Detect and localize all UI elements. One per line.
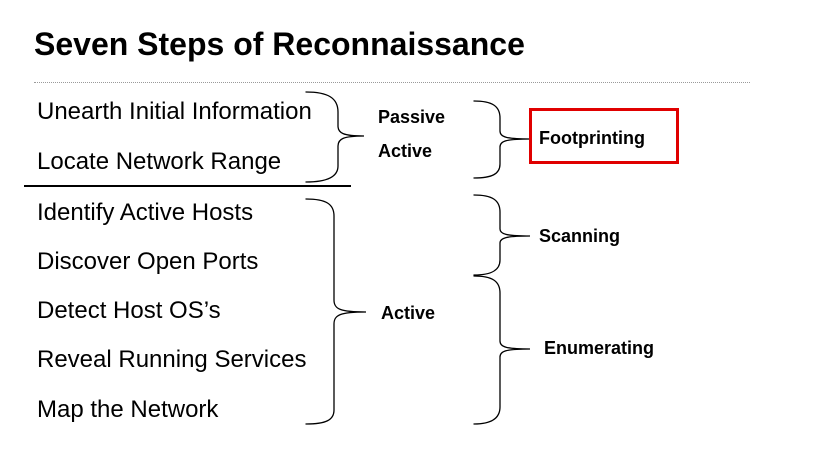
step-detect-host-os: Detect Host OS’s [37,297,221,324]
title-divider [34,82,750,83]
page-title: Seven Steps of Reconnaissance [34,26,525,62]
brace-footprinting [473,100,531,179]
step-discover-open-ports: Discover Open Ports [37,248,259,275]
label-passive: Passive [378,107,446,127]
step-unearth-initial-information: Unearth Initial Information [37,98,312,125]
brace-initial-steps [305,91,365,183]
label-active-top: Active [378,141,433,161]
brace-scanning [473,194,531,276]
footprinting-highlight-box [529,108,679,164]
section-divider [24,185,351,187]
step-reveal-running-services: Reveal Running Services [37,346,307,373]
label-active-bottom: Active [381,303,436,323]
step-map-the-network: Map the Network [37,396,219,423]
label-enumerating: Enumerating [544,338,655,358]
label-scanning: Scanning [539,226,621,246]
step-identify-active-hosts: Identify Active Hosts [37,199,254,226]
label-footprinting: Footprinting [539,128,645,148]
step-locate-network-range: Locate Network Range [37,148,282,175]
brace-enumerating [473,275,531,425]
brace-active-steps [305,198,367,425]
